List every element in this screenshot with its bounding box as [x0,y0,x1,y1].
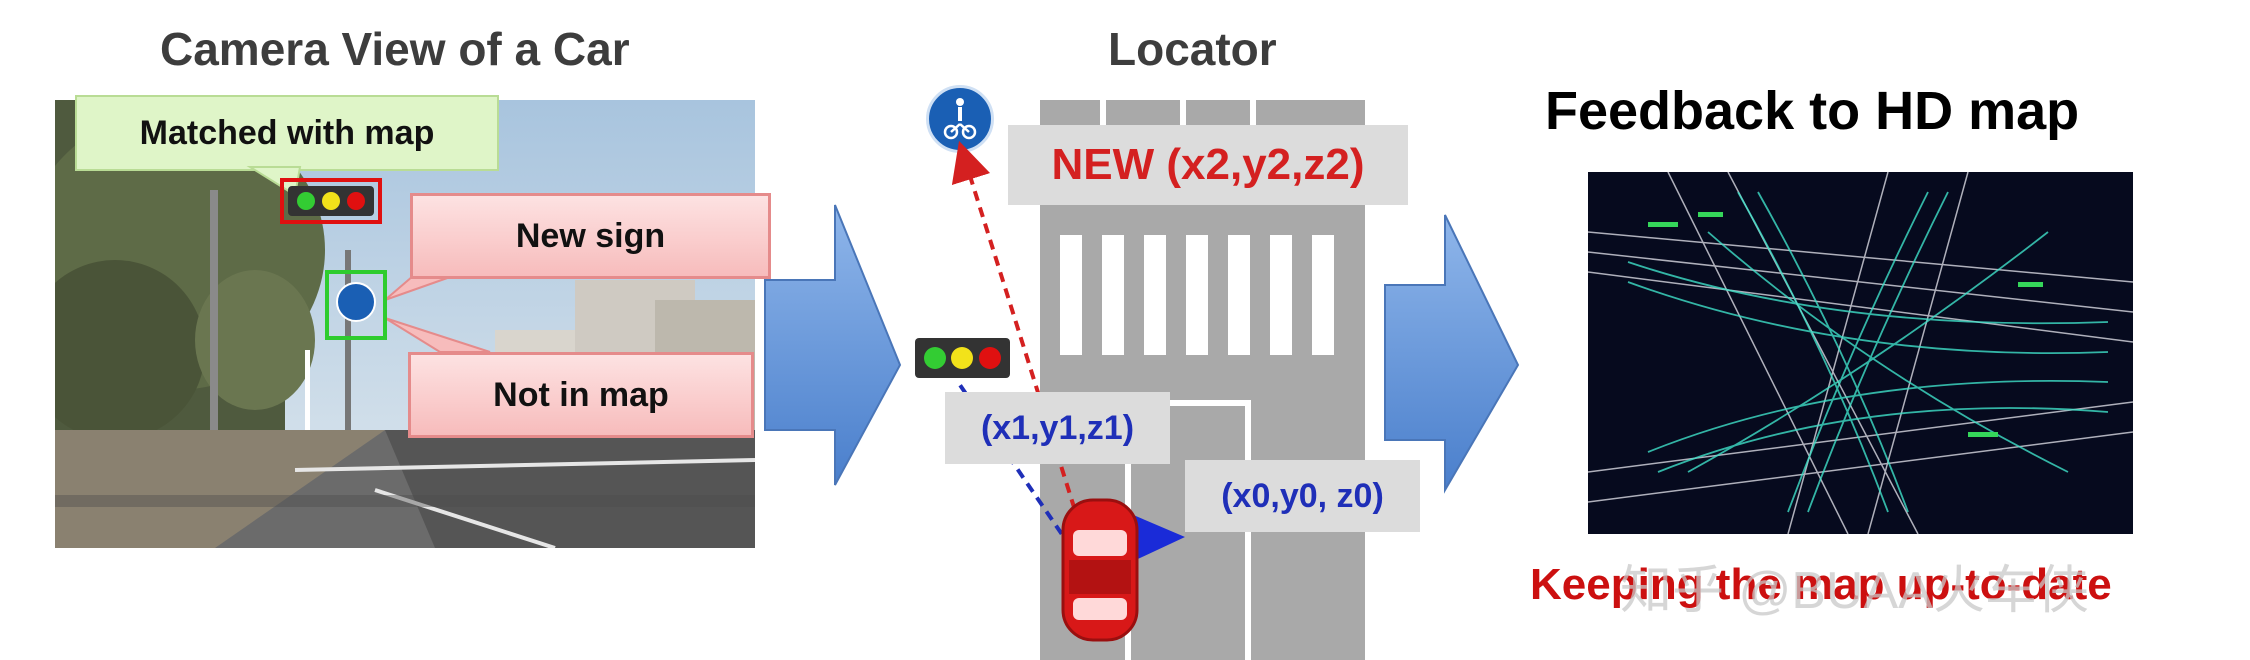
camera-sign-highlight [325,270,387,340]
hd-map-render [1588,172,2133,534]
feedback-title: Feedback to HD map [1545,81,2080,141]
camera-view-title: Camera View of a Car [160,23,630,75]
car-position-label: (x0,y0, z0) [1185,460,1420,532]
new-sign-label: New sign [515,216,666,255]
bicycle-pedestrian-sign-icon [926,85,994,153]
matched-with-map-label: Matched with map [139,113,435,152]
camera-traffic-light-icon [288,186,374,216]
feedback-subtitle: Keeping the map up-to-date [1530,560,2112,609]
car-icon [1055,490,1145,650]
not-in-map-label: Not in map [493,375,669,414]
new-sign-callout: New sign [410,193,771,279]
watermark-text: 知乎 @BUAA火车侠 [1620,562,2089,620]
locator-title: Locator [1108,23,1277,75]
car-position-text: (x0,y0, z0) [1221,476,1384,515]
camera-traffic-light-highlight [280,178,382,224]
new-position-label: NEW (x2,y2,z2) [1008,125,1408,205]
not-in-map-callout: Not in map [408,352,754,438]
light-position-text: (x1,y1,z1) [980,408,1135,447]
new-position-text: NEW (x2,y2,z2) [1051,140,1365,189]
traffic-light-icon [915,338,1010,378]
light-position-label: (x1,y1,z1) [945,392,1170,464]
camera-bicycle-sign-icon [336,282,376,322]
matched-with-map-callout: Matched with map [75,95,499,171]
